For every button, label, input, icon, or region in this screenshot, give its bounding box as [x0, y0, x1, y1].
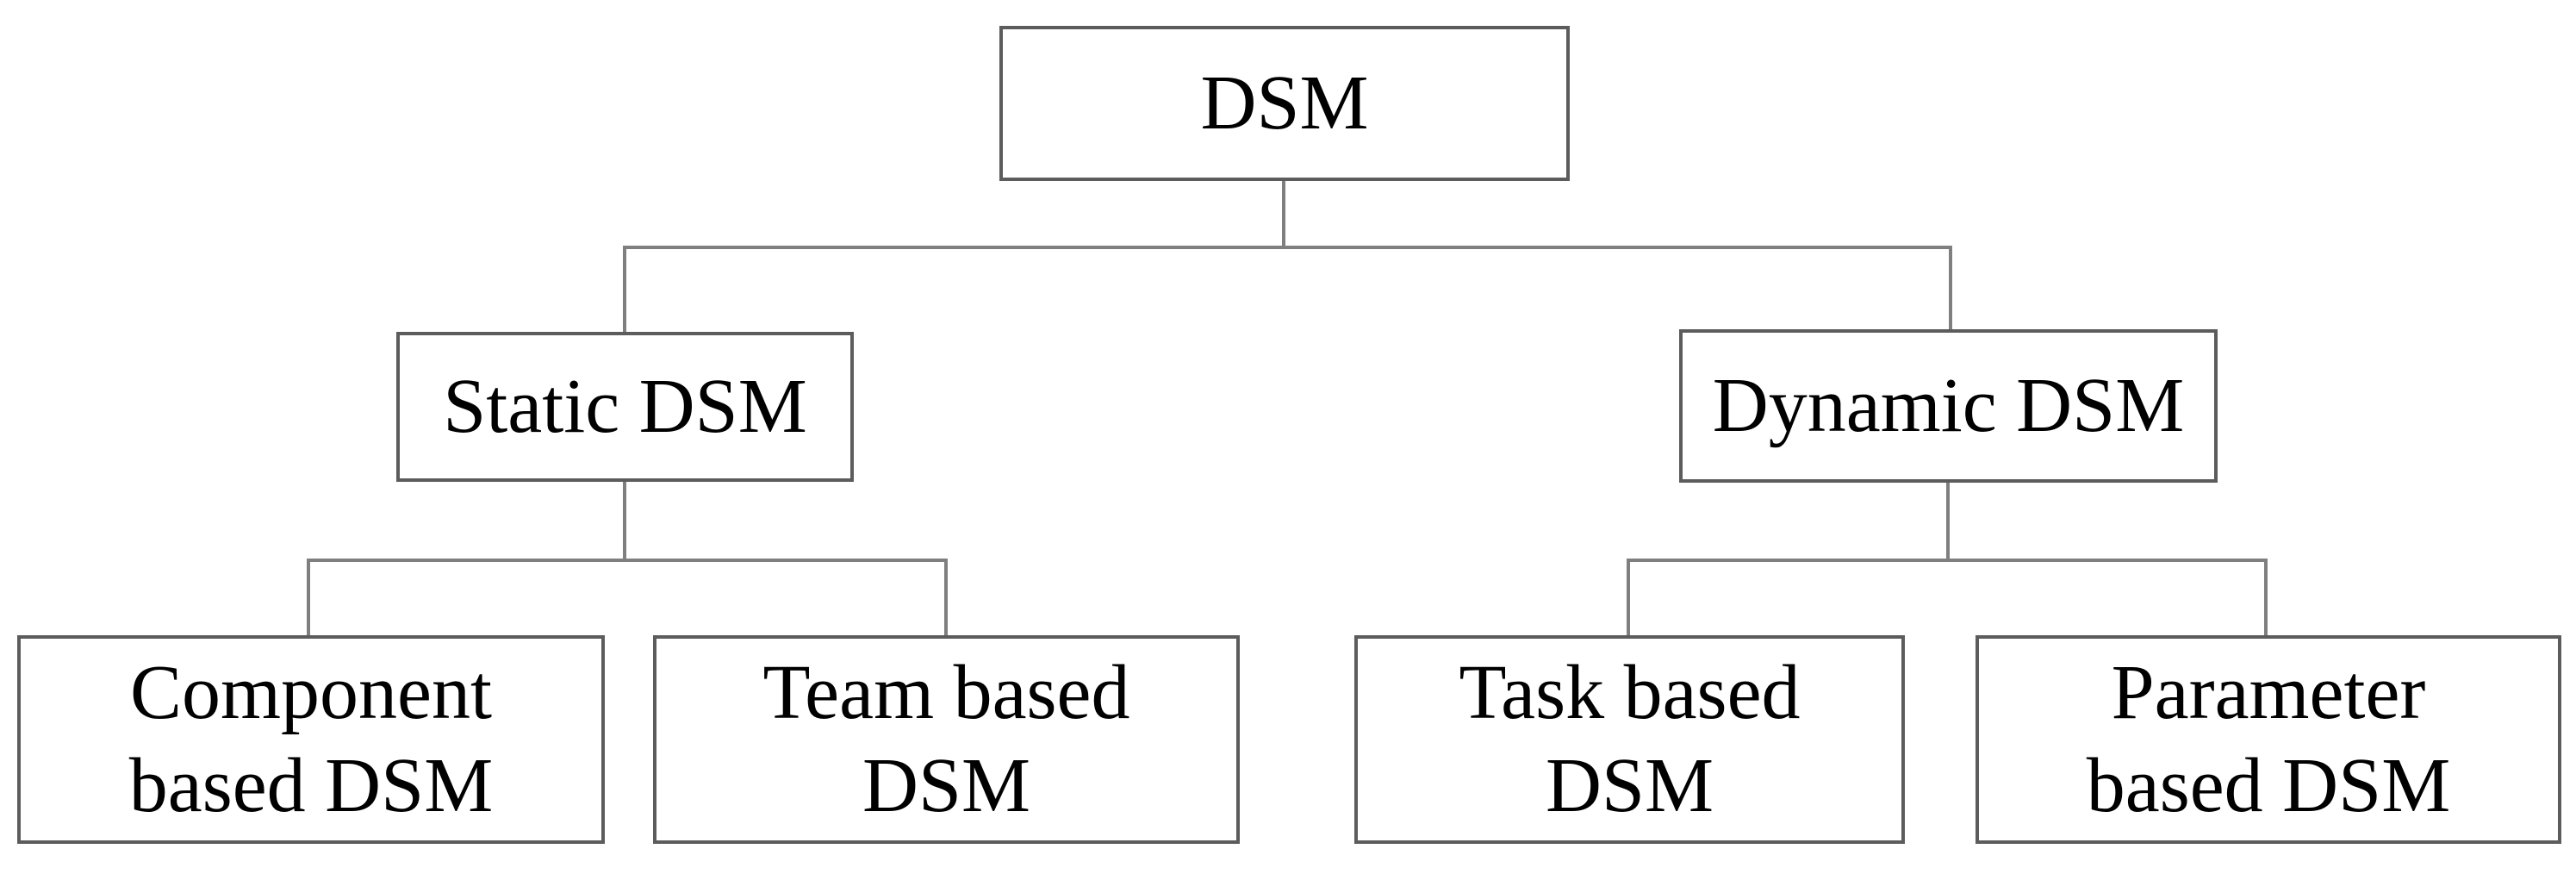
connector-parameter-drop — [2264, 559, 2268, 637]
connector-static-children-horizontal — [307, 559, 948, 562]
node-parameter-based-dsm-line1: Parameter — [2111, 650, 2426, 735]
node-dynamic-dsm: Dynamic DSM — [1679, 329, 2218, 483]
node-component-based-dsm-line1: Component — [130, 650, 492, 735]
node-team-based-dsm: Team based DSM — [653, 635, 1240, 844]
connector-task-drop — [1627, 559, 1630, 637]
node-dsm: DSM — [999, 26, 1570, 181]
node-static-dsm-label: Static DSM — [443, 364, 807, 449]
node-static-dsm: Static DSM — [396, 332, 854, 482]
connector-static-drop — [623, 246, 626, 334]
connector-static-stem — [623, 479, 626, 562]
node-component-based-dsm-line2: based DSM — [128, 743, 494, 828]
node-parameter-based-dsm-line2: based DSM — [2086, 743, 2451, 828]
node-dsm-label: DSM — [1200, 60, 1369, 146]
node-team-based-dsm-line1: Team based — [762, 650, 1130, 735]
node-dynamic-dsm-label: Dynamic DSM — [1712, 363, 2185, 448]
node-task-based-dsm-line1: Task based — [1459, 650, 1801, 735]
connector-level1-horizontal — [623, 246, 1952, 249]
connector-component-drop — [307, 559, 310, 637]
connector-dynamic-children-horizontal — [1627, 559, 2268, 562]
connector-dsm-stem — [1282, 180, 1285, 249]
node-component-based-dsm: Component based DSM — [17, 635, 605, 844]
node-task-based-dsm-line2: DSM — [1545, 743, 1714, 828]
connector-dynamic-drop — [1949, 246, 1952, 331]
connector-dynamic-stem — [1946, 480, 1950, 562]
node-task-based-dsm: Task based DSM — [1354, 635, 1905, 844]
node-parameter-based-dsm: Parameter based DSM — [1976, 635, 2561, 844]
node-team-based-dsm-line2: DSM — [862, 743, 1031, 828]
connector-team-drop — [944, 559, 948, 637]
